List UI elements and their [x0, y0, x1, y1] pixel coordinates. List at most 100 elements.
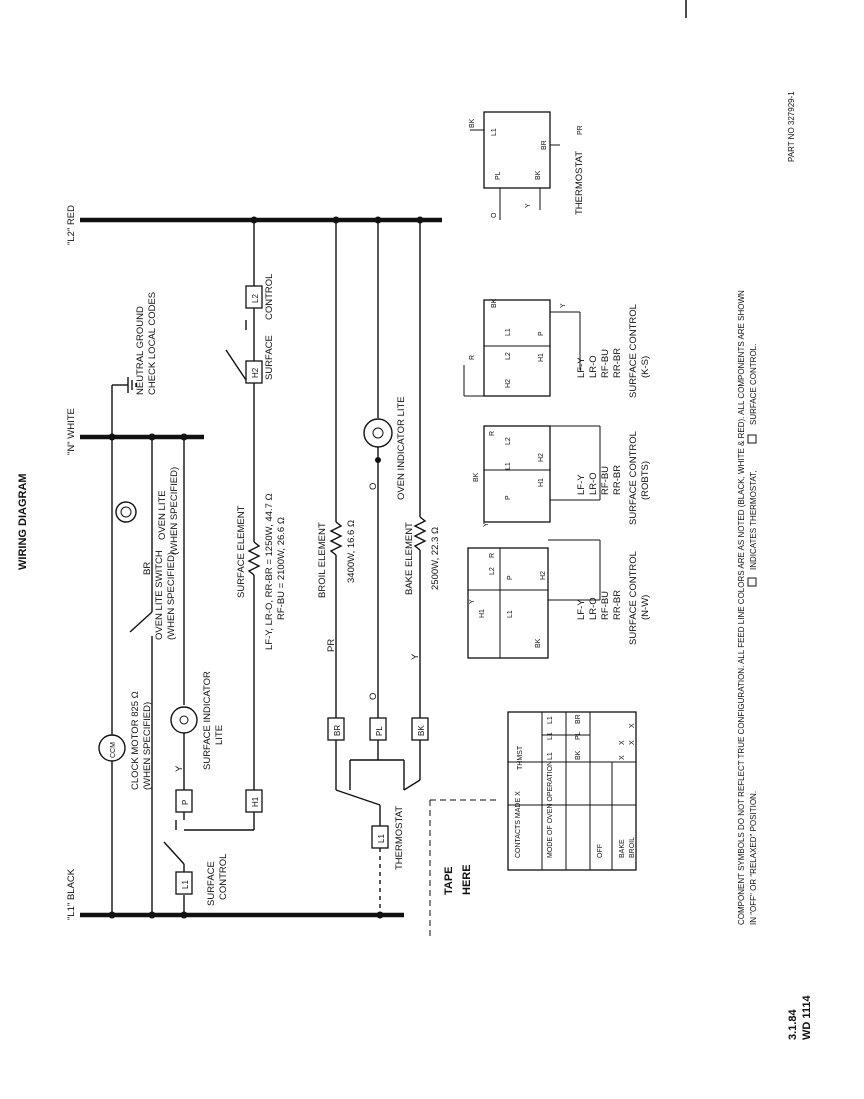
surface-element-resistor	[247, 541, 261, 576]
oven-lite-switch-label: OVEN LITE SWITCH	[154, 550, 165, 640]
part-number: PART NO 327929-1	[787, 91, 796, 162]
svg-text:L1: L1	[547, 716, 554, 724]
surface-control-right-switch	[225, 349, 247, 381]
svg-text:BK: BK	[473, 472, 480, 482]
svg-text:BK: BK	[469, 118, 476, 128]
l1-bus-label: "L1" BLACK	[66, 868, 77, 920]
tape-here-area: TAPE HERE	[429, 799, 500, 940]
svg-text:BR: BR	[575, 714, 582, 724]
svg-text:Y: Y	[560, 303, 567, 308]
broil-element-resistor	[329, 521, 343, 556]
svg-text:L1: L1	[507, 610, 514, 618]
svg-text:(K-S): (K-S)	[640, 356, 651, 378]
surface-element-spec-2: RF-BU = 2100W, 26.6 Ω	[276, 517, 287, 620]
surface-indicator-label: SURFACE INDICATOR	[202, 671, 213, 770]
thermostat-wire-o: O	[368, 693, 379, 700]
svg-text:X: X	[619, 755, 626, 760]
svg-text:P: P	[505, 495, 512, 500]
svg-text:(ROBTS): (ROBTS)	[640, 461, 651, 500]
bake-element-branch: BK BAKE ELEMENT 2500W, 22.3 Ω Y	[404, 216, 441, 780]
svg-text:LR-O: LR-O	[588, 472, 599, 495]
svg-text:OFF: OFF	[597, 844, 604, 858]
svg-text:L2: L2	[505, 352, 512, 360]
contacts-table: CONTACTS MADE X THMST MODE OF OVEN OPERA…	[507, 711, 637, 871]
svg-text:L2: L2	[489, 567, 496, 575]
svg-text:LF-Y: LF-Y	[576, 599, 587, 620]
svg-text:H1: H1	[479, 609, 486, 618]
broil-element-spec: 3400W, 16.6 Ω	[346, 520, 357, 583]
power-buses: "L1" BLACK "N" WHITE "L2" RED	[66, 205, 442, 920]
svg-text:L1: L1	[377, 834, 386, 843]
mode-label: MODE OF OVEN OPERATION	[547, 761, 554, 858]
surface-indicator-branch: Y P SURFACE INDICATOR LITE L1 SURFACE CO…	[163, 437, 229, 919]
svg-text:L1: L1	[491, 128, 498, 136]
svg-text:X: X	[619, 740, 626, 745]
oven-lite-branch: BR OVEN LITE SWITCH (WHEN SPECIFIED) OVE…	[115, 437, 180, 919]
svg-text:H2: H2	[505, 379, 512, 388]
svg-text:L1: L1	[505, 328, 512, 336]
svg-text:L1: L1	[547, 752, 554, 760]
svg-text:X: X	[629, 740, 636, 745]
surface-control-right-label: SURFACE	[264, 335, 275, 380]
svg-text:BK: BK	[535, 638, 542, 648]
svg-text:H1: H1	[251, 796, 260, 807]
n-bus-label: "N" WHITE	[66, 408, 77, 455]
svg-text:L1: L1	[505, 462, 512, 470]
thermostat-detail: L1 PL BK BR BK O Y PR THERMOSTAT	[469, 111, 585, 220]
svg-text:SURFACE CONTROL: SURFACE CONTROL	[628, 431, 639, 525]
oven-indicator-wire-o: O	[368, 483, 379, 490]
ground-label-2: CHECK LOCAL CODES	[147, 292, 158, 395]
neutral-ground: NEUTRAL GROUND CHECK LOCAL CODES	[111, 292, 158, 437]
svg-text:LF-Y: LF-Y	[576, 357, 587, 378]
l2-bus-label: "L2" RED	[66, 205, 77, 245]
svg-text:L1: L1	[547, 732, 554, 740]
clock-motor-label: CLOCK MOTOR 825 Ω	[130, 691, 141, 790]
svg-text:RF-BU: RF-BU	[600, 591, 611, 620]
svg-text:R: R	[489, 431, 496, 436]
svg-text:BR: BR	[541, 140, 548, 150]
surface-element-spec-1: LF-Y, LR-O, RR-BR = 1250W, 44.7 Ω	[264, 493, 275, 650]
svg-text:LF-Y: LF-Y	[576, 474, 587, 495]
svg-text:H1: H1	[538, 353, 545, 362]
svg-text:RF-BU: RF-BU	[600, 349, 611, 378]
note-line-2: IN "OFF" OR "RELAXED" POSITION.	[749, 791, 758, 925]
thermostat-block: L1 THERMOSTAT	[335, 759, 421, 919]
svg-text:BAKE: BAKE	[619, 839, 626, 858]
svg-text:BROIL: BROIL	[629, 837, 636, 858]
broil-element-branch: BR BROIL ELEMENT 3400W, 16.6 Ω PR	[317, 216, 357, 780]
bake-element-spec: 2500W, 22.3 Ω	[430, 527, 441, 590]
note-line-4: SURFACE CONTROL.	[749, 344, 758, 425]
oven-lite-lamp	[115, 501, 137, 523]
oven-lite-note: (WHEN SPECIFIED)	[169, 467, 180, 555]
bake-element-label: BAKE ELEMENT	[404, 522, 415, 595]
svg-text:H2: H2	[540, 571, 547, 580]
clock-motor-note: (WHEN SPECIFIED)	[142, 702, 153, 790]
svg-text:H1: H1	[538, 478, 545, 487]
svg-text:BK: BK	[575, 750, 582, 760]
thermostat-label: THERMOSTAT	[394, 806, 405, 870]
surface-indicator-lamp	[170, 706, 198, 734]
oven-indicator-branch: PL OVEN INDICATOR LITE O O	[363, 216, 407, 760]
svg-text:LR-O: LR-O	[588, 355, 599, 378]
oven-indicator-label: OVEN INDICATOR LITE	[396, 396, 407, 500]
tape-label-1: TAPE	[443, 866, 455, 895]
svg-text:H2: H2	[251, 367, 260, 378]
surface-indicator-wire-y: Y	[174, 765, 185, 772]
svg-text:PL: PL	[575, 731, 582, 740]
clock-motor-code: CCM	[110, 742, 117, 758]
svg-text:PR: PR	[577, 125, 584, 135]
tape-label-2: HERE	[461, 864, 473, 895]
oven-lite-switch	[129, 611, 153, 633]
note-line-3: INDICATES THERMOSTAT,	[749, 471, 758, 570]
svg-text:SURFACE CONTROL: SURFACE CONTROL	[628, 304, 639, 398]
doc-number: WD 1114	[801, 994, 813, 1040]
surface-control-detail-nw: H1 L1 P L2 H2 Y BK R LF-Y LR-O RF-BU RR-…	[467, 539, 651, 659]
bake-element-resistor	[413, 516, 427, 551]
svg-text:BR: BR	[333, 725, 342, 736]
svg-text:L2: L2	[251, 294, 260, 303]
contacts-title: CONTACTS MADE X	[515, 791, 522, 858]
thermostat-detail-caption: THERMOSTAT	[574, 151, 585, 215]
svg-text:L1: L1	[181, 880, 190, 889]
thmst-label: THMST	[517, 745, 524, 770]
doc-date: 3.1.84	[787, 1009, 799, 1040]
